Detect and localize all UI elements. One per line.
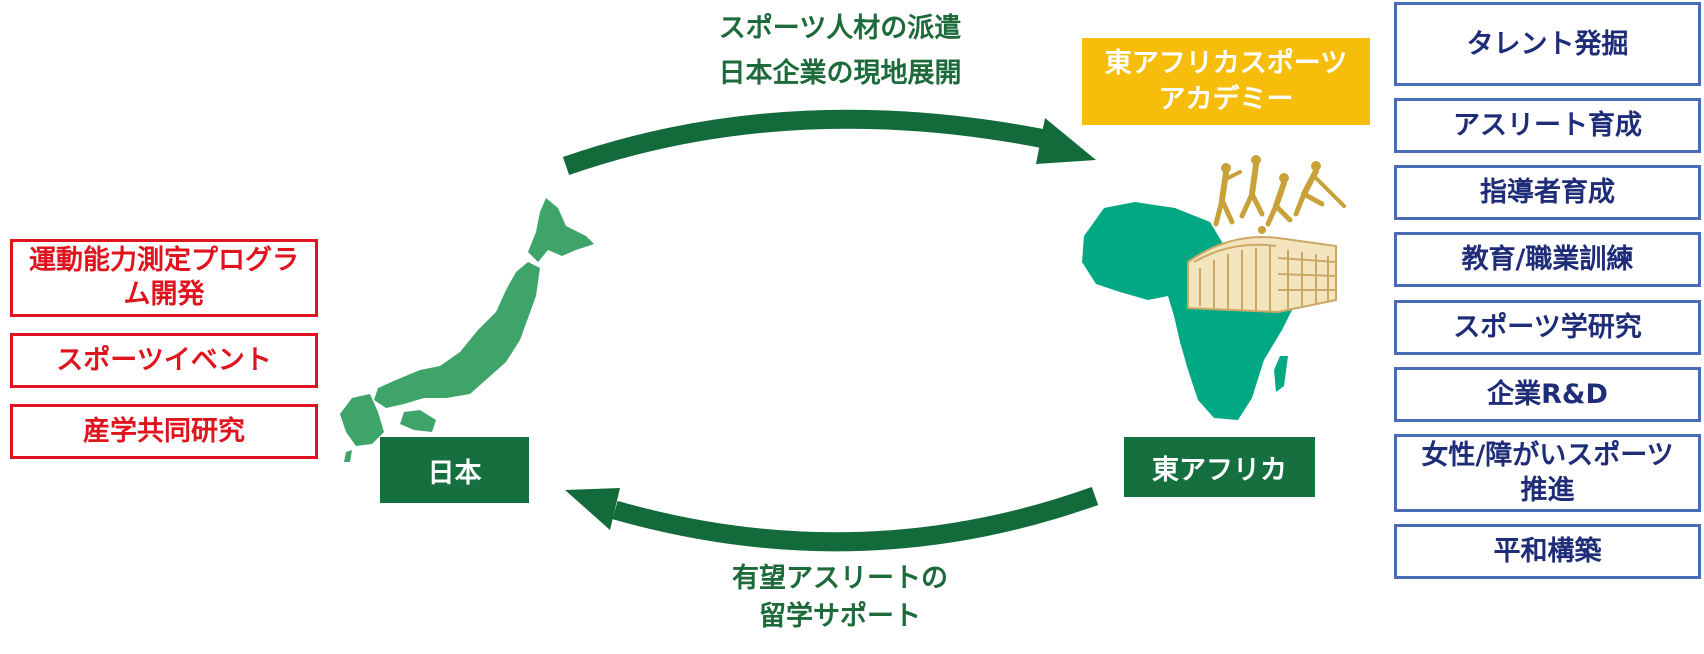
- japan-item-measurement-program-line-2: ム開発: [123, 279, 205, 310]
- academy-item-talent-discovery: タレント発掘: [1394, 2, 1701, 86]
- academy-item-sports-science: スポーツ学研究: [1394, 300, 1701, 355]
- japan-label: 日本: [380, 437, 529, 503]
- bottom-caption-line-2: 留学サポート: [759, 601, 921, 632]
- academy-title: 東アフリカスポーツ アカデミー: [1082, 38, 1370, 125]
- academy-title-line-1: 東アフリカスポーツ: [1104, 47, 1348, 79]
- japan-item-measurement-program-line-1: 運動能力測定プログラ: [29, 245, 299, 276]
- academy-item-women-para-sports-line-2: 推進: [1520, 475, 1575, 506]
- academy-item-education-training: 教育/職業訓練: [1394, 232, 1701, 287]
- academy-item-athlete-development-label: アスリート育成: [1453, 110, 1642, 141]
- japan-item-joint-research: 産学共同研究: [10, 404, 318, 459]
- east-africa-label: 東アフリカ: [1124, 437, 1315, 497]
- academy-item-women-para-sports-line-1: 女性/障がいスポーツ: [1421, 440, 1674, 471]
- arrow-left-icon: [565, 487, 1099, 552]
- academy-item-women-para-sports: 女性/障がいスポーツ 推進: [1394, 434, 1701, 512]
- bottom-caption-line-1: 有望アスリートの: [732, 563, 948, 594]
- japan-item-joint-research-label: 産学共同研究: [83, 415, 245, 447]
- bottom-caption: 有望アスリートの 留学サポート: [620, 560, 1060, 636]
- athletes-icon: [1213, 155, 1346, 234]
- japan-item-sports-event-label: スポーツイベント: [56, 344, 272, 376]
- academy-item-corporate-rd: 企業R&D: [1394, 367, 1701, 422]
- academy-item-sports-science-label: スポーツ学研究: [1453, 312, 1642, 343]
- academy-item-talent-discovery-label: タレント発掘: [1466, 28, 1629, 60]
- japan-item-measurement-program: 運動能力測定プログラ ム開発: [10, 239, 318, 317]
- top-caption-line-2: 日本企業の現地展開: [718, 58, 962, 89]
- top-caption-line-1: スポーツ人材の派遣: [718, 13, 962, 44]
- academy-title-line-2: アカデミー: [1158, 83, 1294, 115]
- academy-item-coach-development: 指導者育成: [1394, 165, 1701, 220]
- academy-item-corporate-rd-label: 企業R&D: [1487, 379, 1608, 410]
- academy-item-peacebuilding: 平和構築: [1394, 524, 1701, 579]
- academy-item-peacebuilding-label: 平和構築: [1493, 536, 1602, 567]
- japan-item-sports-event: スポーツイベント: [10, 333, 318, 388]
- academy-item-education-training-label: 教育/職業訓練: [1461, 244, 1634, 275]
- academy-item-athlete-development: アスリート育成: [1394, 98, 1701, 153]
- building-icon: [1187, 236, 1337, 314]
- top-caption: スポーツ人材の派遣 日本企業の現地展開: [620, 6, 1060, 96]
- africa-map-icon: [1082, 202, 1300, 420]
- arrow-right-icon: [562, 109, 1096, 175]
- japan-map-icon: [340, 198, 594, 462]
- academy-item-coach-development-label: 指導者育成: [1480, 177, 1615, 208]
